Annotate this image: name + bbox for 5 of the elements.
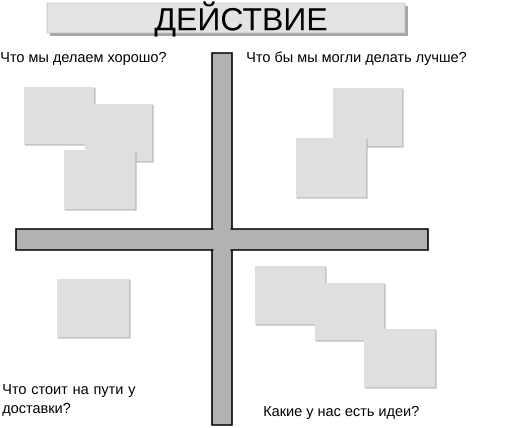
quadrant-question: Что мы делаем хорошо?	[1, 52, 166, 65]
quadrant-question: Что бы мы могли делать лучше?	[247, 51, 466, 65]
quadrant-question: Что стоит на пути у доставки?	[2, 384, 136, 416]
title-banner: ДЕЙСТВИЕ	[46, 1, 408, 37]
quadrant-question: Какие у нас есть идеи?	[264, 406, 419, 419]
